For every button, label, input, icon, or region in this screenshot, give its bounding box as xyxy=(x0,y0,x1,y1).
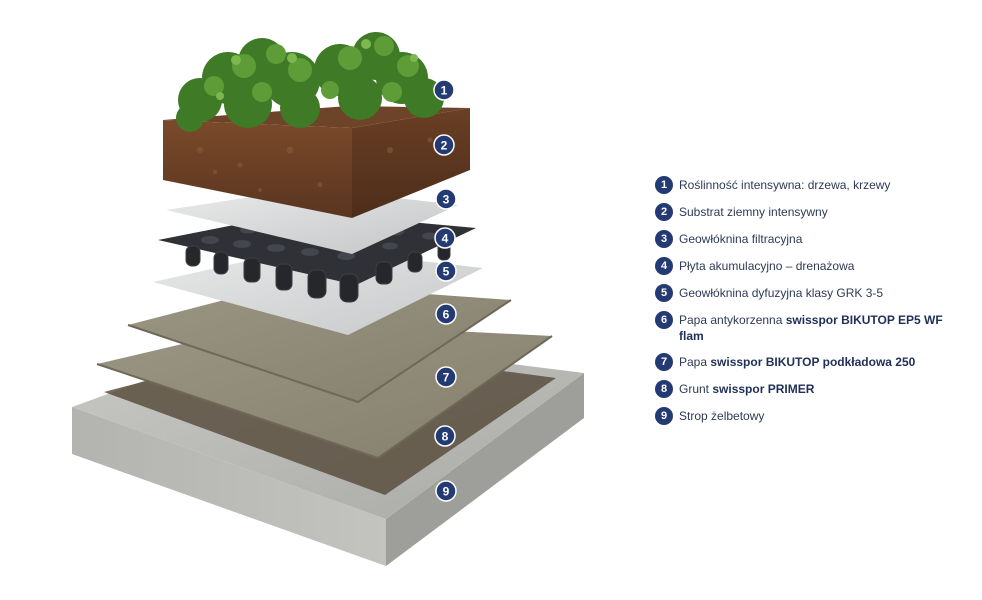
legend-text: Płyta akumulacyjno – drenażowa xyxy=(679,259,855,273)
legend-number-badge: 5 xyxy=(655,284,673,302)
legend-item: 4 Płyta akumulacyjno – drenażowa xyxy=(655,257,955,275)
legend-text: Roślinność intensywna: drzewa, krzewy xyxy=(679,178,891,192)
legend-text: Substrat ziemny intensywny xyxy=(679,205,828,219)
legend-number-badge: 1 xyxy=(655,176,673,194)
legend-text: Geowłóknina filtracyjna xyxy=(679,232,803,246)
legend-item: 3 Geowłóknina filtracyjna xyxy=(655,230,955,248)
callout-badge-6: 6 xyxy=(435,303,457,325)
legend-item: 5 Geowłóknina dyfuzyjna klasy GRK 3-5 xyxy=(655,284,955,302)
svg-text:1: 1 xyxy=(441,84,448,98)
legend-number-badge: 4 xyxy=(655,257,673,275)
svg-text:9: 9 xyxy=(443,485,450,499)
legend-product-name: swisspor PRIMER xyxy=(712,382,815,396)
svg-text:2: 2 xyxy=(441,139,448,153)
svg-text:3: 3 xyxy=(443,193,450,207)
callout-badge-4: 4 xyxy=(434,227,456,249)
legend-item: 6 Papa antykorzenna swisspor BIKUTOP EP5… xyxy=(655,311,955,344)
svg-text:5: 5 xyxy=(443,265,450,279)
callout-badge-9: 9 xyxy=(435,480,457,502)
legend-text: Geowłóknina dyfuzyjna klasy GRK 3-5 xyxy=(679,286,884,300)
callout-badge-8: 8 xyxy=(434,425,456,447)
svg-text:4: 4 xyxy=(442,232,449,246)
svg-text:7: 7 xyxy=(443,371,450,385)
legend-number-badge: 3 xyxy=(655,230,673,248)
legend-number-badge: 6 xyxy=(655,311,673,329)
callout-badge-1: 1 xyxy=(433,79,455,101)
legend-number-badge: 9 xyxy=(655,407,673,425)
legend-text: Papa antykorzenna xyxy=(679,313,786,327)
callout-badge-5: 5 xyxy=(435,260,457,282)
svg-text:8: 8 xyxy=(442,430,449,444)
svg-text:6: 6 xyxy=(443,308,450,322)
legend-text: Strop żelbetowy xyxy=(679,409,765,423)
callout-badge-2: 2 xyxy=(433,134,455,156)
callout-badge-7: 7 xyxy=(435,366,457,388)
legend-text: Grunt xyxy=(679,382,713,396)
legend-item: 2 Substrat ziemny intensywny xyxy=(655,203,955,221)
legend-number-badge: 8 xyxy=(655,380,673,398)
legend-item: 8 Grunt swisspor PRIMER xyxy=(655,380,955,398)
legend-product-name: swisspor BIKUTOP podkładowa 250 xyxy=(710,355,916,369)
layer-6-root-resistant-membrane xyxy=(128,284,511,402)
legend-text: Papa xyxy=(679,355,711,369)
legend-item: 7 Papa swisspor BIKUTOP podkładowa 250 xyxy=(655,353,955,371)
legend-item: 1 Roślinność intensywna: drzewa, krzewy xyxy=(655,176,955,194)
legend-product-name: swisspor BIKUTOP EP5 WF flam xyxy=(679,313,943,343)
callout-badge-3: 3 xyxy=(435,188,457,210)
layer-1-vegetation xyxy=(176,32,444,132)
legend-number-badge: 7 xyxy=(655,353,673,371)
legend-number-badge: 2 xyxy=(655,203,673,221)
layer-legend: 1 Roślinność intensywna: drzewa, krzewy … xyxy=(655,176,955,434)
legend-item: 9 Strop żelbetowy xyxy=(655,407,955,425)
